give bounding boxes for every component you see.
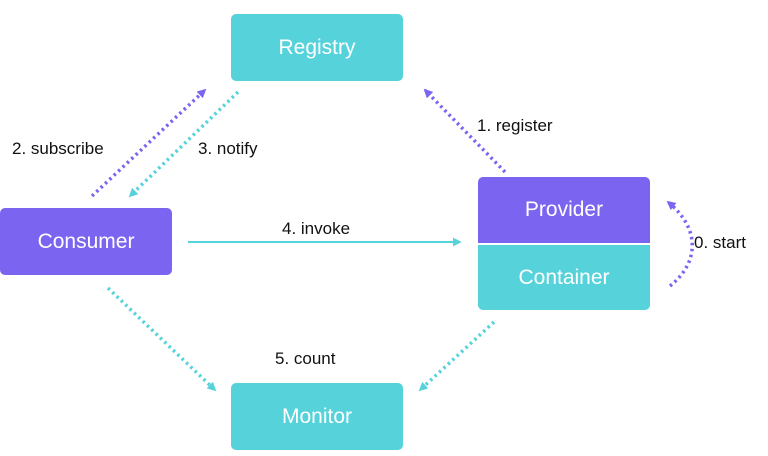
start-arrow [666,200,694,288]
notify-edge-label: 3. notify [198,139,258,158]
start-edge-label: 0. start [694,233,746,252]
container-node: Container [478,245,650,310]
registry-label: Registry [278,35,356,59]
subscribe-arrow [90,88,207,198]
container-label: Container [518,265,610,289]
monitor-label: Monitor [281,404,353,428]
count-edge-label: 5. count [275,349,336,368]
registry-node: Registry [231,14,403,81]
monitor-node: Monitor [231,383,403,450]
count-arrow-provider [418,320,496,392]
provider-label: Provider [524,198,604,221]
provider-node: Provider [478,177,650,243]
register-edge-label: 1. register [477,116,553,135]
count-arrow-consumer [106,286,217,392]
invoke-edge-label: 4. invoke [282,219,351,238]
consumer-node: Consumer [0,208,172,275]
register-arrow [423,88,507,174]
subscribe-edge-label: 2. subscribe [12,139,104,158]
consumer-label: Consumer [37,229,135,253]
notify-arrow [128,90,240,198]
